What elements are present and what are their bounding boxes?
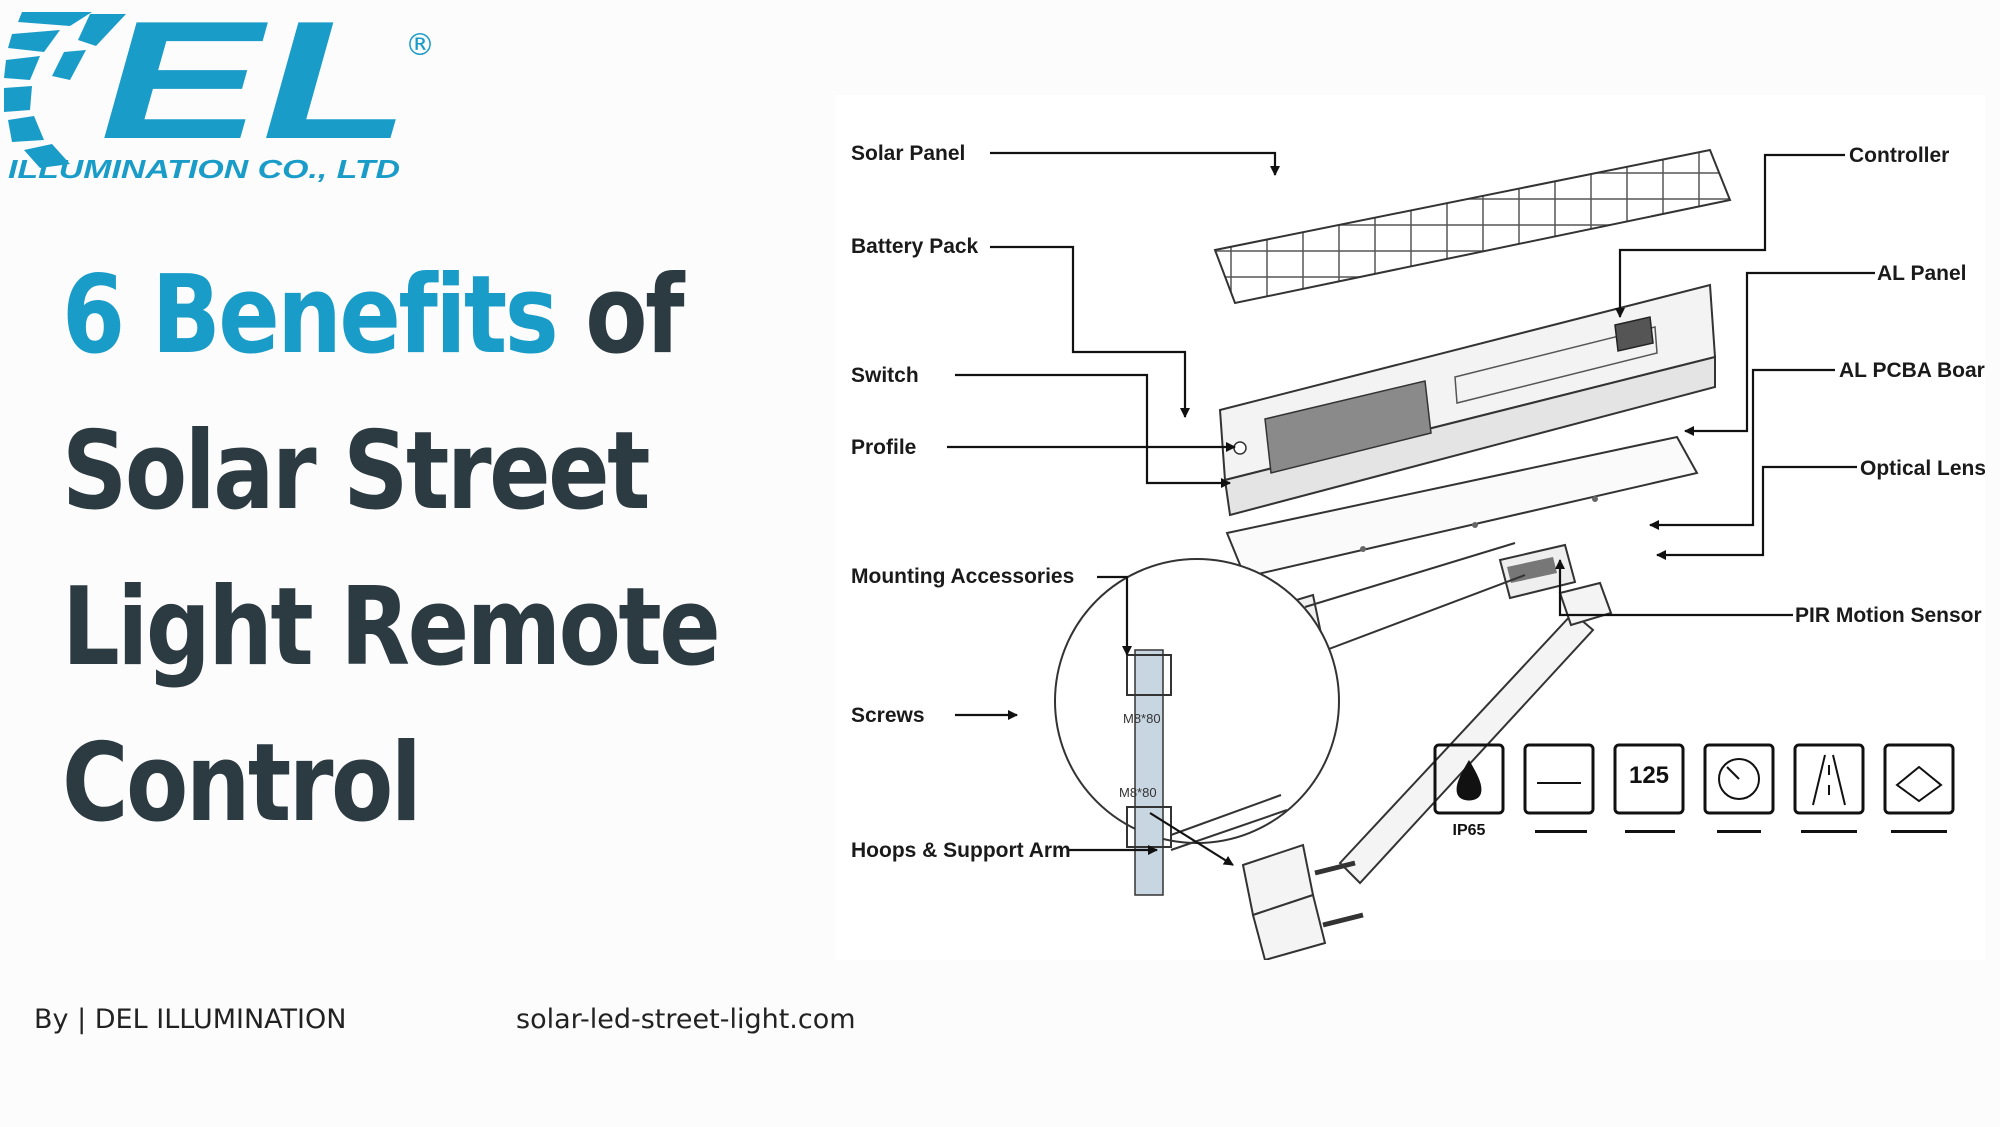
- logo-text: EL: [100, 0, 410, 174]
- title-line-2: Solar Street: [62, 409, 650, 534]
- dimmable-icon: [1703, 743, 1775, 833]
- label-pir-motion-sensor: PIR Motion Sensor: [1795, 604, 1982, 627]
- housing-part: [1218, 283, 1717, 517]
- solar-panel-part: [1213, 148, 1732, 305]
- title-accent: 6 Benefits: [62, 253, 559, 378]
- page-title: 6 Benefits of Solar Street Light Remote …: [62, 238, 721, 862]
- controller-part: [1614, 316, 1654, 352]
- label-battery-pack: Battery Pack: [851, 235, 979, 258]
- logo-company-name: ILLUMINATION CO., LTD: [8, 154, 400, 184]
- lens-icon: [1523, 743, 1595, 833]
- label-al-panel: AL Panel: [1877, 262, 1966, 285]
- label-profile: Profile: [851, 436, 916, 459]
- label-mounting-accessories: Mounting Accessories: [851, 565, 1074, 588]
- label-screws: Screws: [851, 704, 925, 727]
- battery-pack-part: [1264, 380, 1432, 474]
- exploded-diagram: M8*80 M8*80 Solar Panel Battery Pack Swi…: [835, 95, 1985, 960]
- screw-spec-2: M8*80: [1119, 785, 1157, 800]
- label-hoops-support-arm: Hoops & Support Arm: [851, 839, 1071, 862]
- byline: By | DEL ILLUMINATION: [34, 1004, 347, 1035]
- ip-rating-text: IP65: [1453, 822, 1486, 839]
- efficiency-icon: 125: [1613, 743, 1685, 833]
- design-icon: [1883, 743, 1955, 833]
- website-url: solar-led-street-light.com: [516, 1004, 856, 1035]
- label-switch: Switch: [851, 364, 919, 387]
- feature-icons: IP65 125: [1433, 743, 1955, 839]
- al-panel-part: [1225, 435, 1699, 579]
- road-icon: [1793, 743, 1865, 833]
- title-line-1-rest: of: [556, 253, 684, 378]
- label-optical-lens: Optical Lens: [1860, 457, 1985, 480]
- waterproof-icon: IP65: [1433, 743, 1505, 839]
- screw-spec-1: M8*80: [1123, 711, 1161, 726]
- title-line-3: Light Remote: [62, 565, 721, 690]
- registered-mark: ®: [405, 28, 435, 63]
- label-solar-panel: Solar Panel: [851, 142, 965, 165]
- label-al-pcba-board: AL PCBA Board: [1839, 359, 1985, 382]
- title-line-4: Control: [62, 721, 422, 846]
- support-arm-part: [1241, 581, 1613, 960]
- logo-sunburst-icon: [4, 12, 126, 168]
- title-line-1: 6 Benefits of: [62, 238, 685, 394]
- label-controller: Controller: [1849, 144, 1949, 167]
- efficiency-value: 125: [1629, 762, 1669, 789]
- company-logo: EL ® ILLUMINATION CO., LTD: [4, 0, 435, 184]
- switch-part: [1233, 441, 1247, 455]
